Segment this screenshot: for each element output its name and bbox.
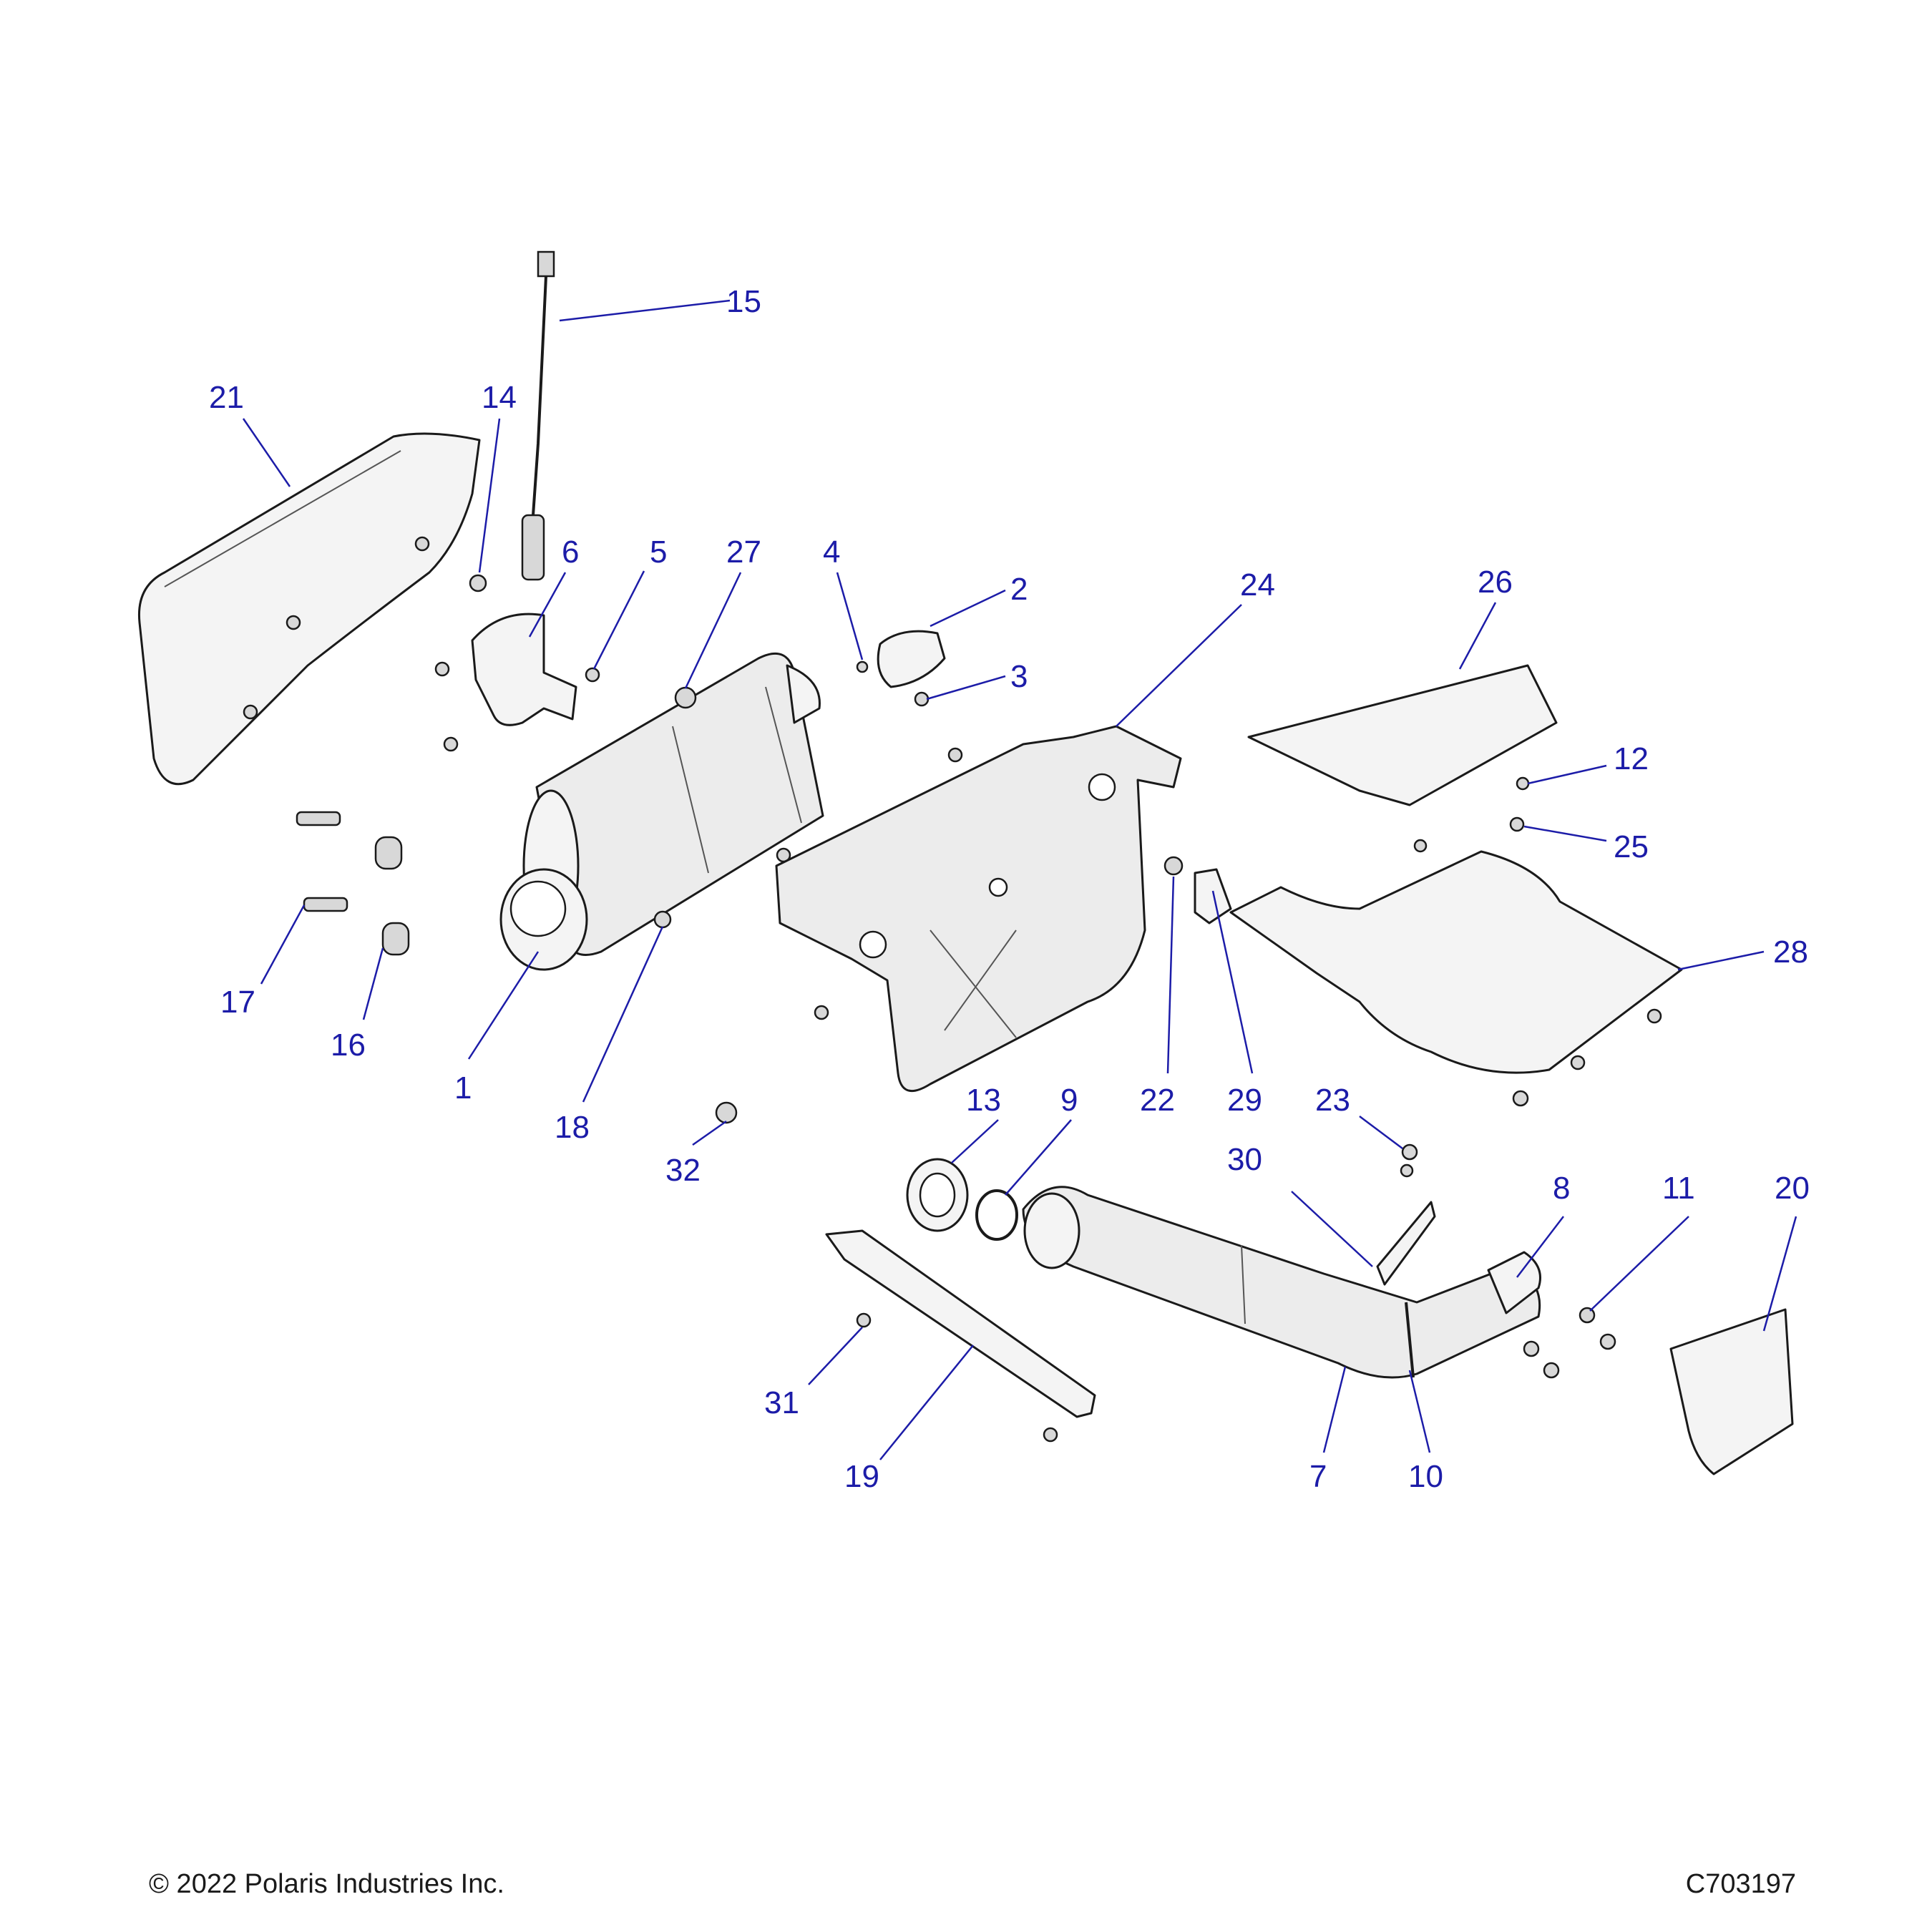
callout-23: 23 (1315, 1083, 1350, 1118)
part-bolt (1043, 1427, 1058, 1443)
part-bolts-17 (296, 811, 348, 912)
callout-19: 19 (844, 1459, 879, 1494)
part-heat-shield-26 (1247, 664, 1558, 806)
callout-12: 12 (1614, 741, 1649, 776)
part-clamp-32 (715, 1101, 738, 1124)
callout-27: 27 (726, 535, 761, 570)
part-bolt (1413, 839, 1428, 853)
callout-28: 28 (1773, 935, 1808, 970)
part-oxygen-sensor (521, 250, 555, 581)
part-bolt (434, 661, 450, 677)
callout-1: 1 (454, 1070, 472, 1106)
callout-13: 13 (966, 1083, 1001, 1118)
part-muffler (499, 652, 824, 971)
callout-9: 9 (1060, 1083, 1078, 1118)
callout-11: 11 (1662, 1171, 1695, 1206)
callout-20: 20 (1775, 1171, 1810, 1206)
callout-25: 25 (1614, 829, 1649, 864)
part-small-shield-6 (471, 613, 577, 726)
part-isolator-29 (1194, 868, 1232, 924)
callout-14: 14 (482, 380, 517, 415)
part-washer-23 (1401, 1143, 1418, 1161)
callout-18: 18 (555, 1110, 590, 1145)
part-nut-23 (1400, 1163, 1414, 1178)
part-bolt-3 (914, 691, 930, 707)
part-bolt-25 (1509, 816, 1525, 832)
part-heat-shield-left (137, 432, 481, 786)
part-bolt-12 (1516, 776, 1530, 791)
part-bolt (1512, 1090, 1529, 1107)
part-bolt (947, 747, 963, 763)
callout-2: 2 (1010, 572, 1028, 607)
callout-8: 8 (1553, 1171, 1570, 1206)
callout-32: 32 (665, 1153, 701, 1188)
part-clamp-9 (975, 1189, 1018, 1241)
part-bolt-5 (585, 667, 600, 683)
callout-22: 22 (1140, 1083, 1175, 1118)
callout-3: 3 (1010, 659, 1028, 694)
part-bolt (1570, 1055, 1586, 1070)
drawing-number: C703197 (1685, 1869, 1796, 1899)
part-tailpipe-tip-2 (877, 630, 946, 688)
callout-5: 5 (650, 535, 667, 570)
callout-16: 16 (331, 1028, 366, 1063)
part-4 (856, 660, 869, 673)
part-heat-shield-20 (1669, 1308, 1794, 1475)
callout-labels: 15 21 14 6 5 27 4 2 3 24 26 12 25 28 17 … (209, 284, 1810, 1494)
part-bolt (443, 736, 459, 752)
callout-24: 24 (1240, 567, 1275, 602)
callout-17: 17 (220, 985, 255, 1020)
callout-6: 6 (562, 535, 579, 570)
part-flange-8 (1487, 1251, 1541, 1314)
callout-21: 21 (209, 380, 244, 415)
callout-10: 10 (1408, 1459, 1443, 1494)
part-heat-shield-28 (1229, 850, 1683, 1074)
copyright-notice: © 2022 Polaris Industries Inc. (149, 1869, 504, 1899)
callout-31: 31 (764, 1385, 799, 1420)
part-exhaust-pipe (1022, 1186, 1541, 1379)
callout-4: 4 (823, 535, 840, 570)
part-bolt-31 (856, 1312, 872, 1328)
part-18 (653, 910, 672, 929)
part-bolt (814, 1005, 829, 1020)
callout-7: 7 (1309, 1459, 1327, 1494)
callout-26: 26 (1478, 565, 1513, 600)
callout-29: 29 (1227, 1083, 1262, 1118)
part-gasket-30 (1376, 1201, 1436, 1286)
part-washer-22 (1163, 856, 1184, 876)
part-bolt (1646, 1008, 1662, 1024)
part-heat-shield-19 (825, 1229, 1096, 1418)
part-bolts-11 (1523, 1307, 1616, 1379)
part-nut-14 (469, 574, 487, 592)
part-clamp-27 (674, 686, 697, 709)
part-springs-16 (374, 836, 410, 956)
part-heat-shield-center (775, 725, 1182, 1092)
callout-15: 15 (726, 284, 761, 319)
callout-leaders (242, 299, 1797, 1460)
callout-30: 30 (1227, 1142, 1262, 1177)
